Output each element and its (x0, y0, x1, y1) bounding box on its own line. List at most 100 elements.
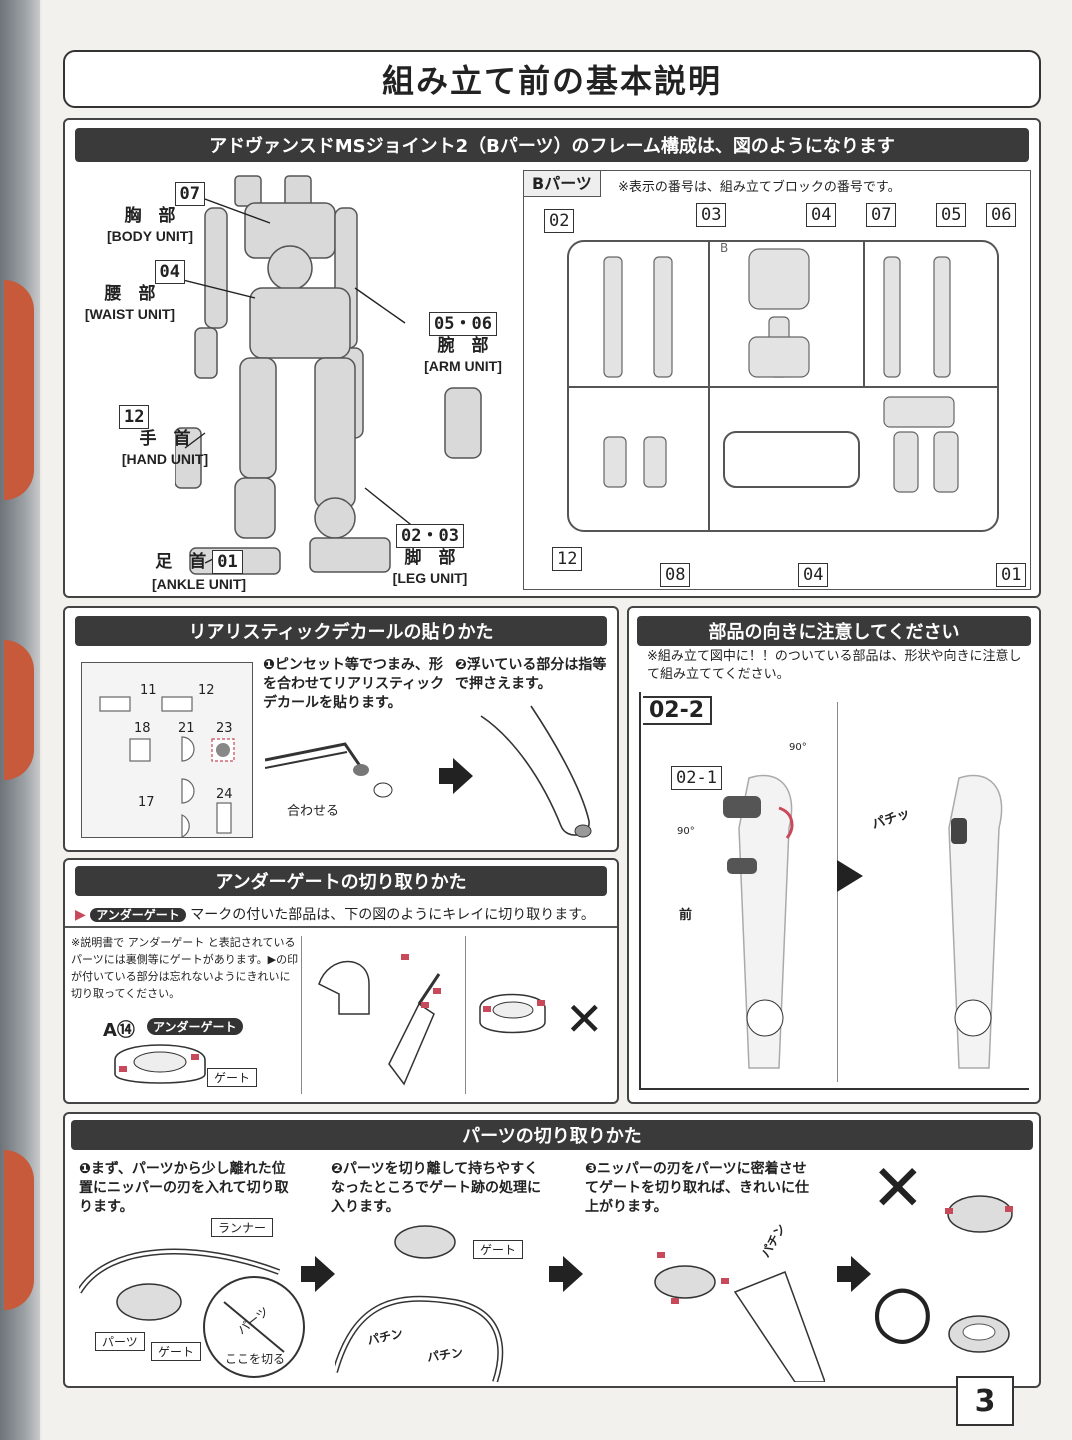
waist-unit-en: [WAIST UNIT] (84, 306, 176, 322)
frame-header-text: アドヴァンスドMSジョイント2（Bパーツ）のフレーム構成は、図のようになります (209, 136, 895, 157)
cutting-step-1: ❶まず、パーツから少し離れた位置にニッパーの刃を入れて切り取ります。 (79, 1161, 289, 1215)
cutting-step1-illustration (79, 1248, 305, 1378)
orientation-part-tag: 02-1 (671, 766, 722, 790)
cutting-step-2: ❷パーツを切り離して持ちやすくなったところでゲート跡の処理に入ります。 (331, 1161, 541, 1215)
body-unit-jp: 胸 部 (124, 206, 176, 226)
finger-press-illustration (480, 705, 592, 838)
runner-title: Bパーツ (524, 171, 601, 197)
tag-05-06: 05・06 (429, 312, 497, 336)
leg-unit-jp: 脚 部 (404, 548, 456, 568)
cut-here-label: ここを切る (225, 1352, 286, 1366)
cover-art-strip (4, 1150, 34, 1310)
runner-letter: B (720, 241, 729, 255)
cutting-step3-illustration (654, 1252, 825, 1382)
b-parts-runner-panel: Bパーツ ※表示の番号は、組み立てブロックの番号です。 02 03 04 07 … (523, 170, 1031, 590)
orientation-header-text: 部品の向きに注意してください (708, 622, 960, 643)
sheet-number-11: 11 (140, 683, 157, 698)
decal-header-text: リアリスティックデカールの貼りかた (188, 622, 494, 643)
page-title-box: 組み立て前の基本説明 (63, 50, 1041, 108)
runner-tag-07: 07 (866, 203, 897, 227)
undergate-part-label: A⑭ (103, 1020, 135, 1041)
arm-unit-jp: 腕 部 (437, 336, 489, 356)
decal-sheet-illustration: 11 12 18 21 23 24 17 (81, 662, 253, 838)
runner-tag-12: 12 (552, 547, 583, 571)
undergate-note: ※説明書で アンダーゲート と表記されているパーツには裏側等にゲートがあります。… (71, 936, 299, 1000)
sheet-number-21: 21 (178, 721, 195, 736)
orientation-section: 部品の向きに注意してください ※組み立て図中に！！のついている部品は、形状や向き… (627, 606, 1041, 1104)
label-leg-unit: 02・03 脚 部 [LEG UNIT] (385, 524, 475, 588)
arm-unit-en: [ARM UNIT] (424, 358, 502, 374)
decal-step-1: ❶ピンセット等でつまみ、形を合わせてリアリスティックデカールを貼ります。 (263, 657, 445, 711)
cutting-header: パーツの切り取りかた (71, 1120, 1033, 1150)
label-body-unit: 07 胸 部 [BODY UNIT] (95, 182, 205, 246)
cover-art-strip (4, 280, 34, 500)
page-number: 3 (956, 1376, 1014, 1426)
cutting-header-text: パーツの切り取りかた (462, 1126, 642, 1147)
cutting-right-illustration (948, 1315, 1010, 1353)
hand-unit-jp: 手 首 (139, 429, 191, 449)
cutting-step-3: ❸ニッパーの刃をパーツに密着させてゲートを切り取れば、きれいに仕上がります。 (585, 1161, 809, 1215)
leg-unit-en: [LEG UNIT] (392, 570, 468, 586)
cutting-arrow-3 (837, 1256, 871, 1292)
runner-label: ランナー (211, 1218, 274, 1237)
orientation-header: 部品の向きに注意してください (637, 616, 1031, 646)
decal-step-2: ❷浮いている部分は指等で押さえます。 (455, 657, 607, 692)
undergate-divider-2 (465, 936, 466, 1094)
orientation-rotation-1: 90° (789, 742, 807, 753)
tag-02-03: 02・03 (396, 524, 464, 548)
orientation-rotation-2: 90° (677, 826, 695, 837)
runner-note: ※表示の番号は、組み立てブロックの番号です。 (618, 180, 901, 195)
sheet-number-24: 24 (216, 787, 233, 802)
orientation-leg-before (723, 774, 794, 1069)
decal-arrow (439, 758, 473, 794)
undergate-header: アンダーゲートの切り取りかた (75, 866, 607, 896)
undergate-wrong-illustration (479, 993, 546, 1034)
cutting-section: パーツの切り取りかた ❶まず、パーツから少し離れた位置にニッパーの刃を入れて切り… (63, 1112, 1041, 1388)
undergate-wrong-mark: ✕ (565, 992, 604, 1046)
cutting-arrow-1 (301, 1256, 335, 1292)
ankle-unit-jp: 足 首 (155, 552, 207, 572)
decal-header: リアリスティックデカールの貼りかた (75, 616, 607, 646)
gate-label: ゲート (151, 1342, 202, 1361)
hand-unit-en: [HAND UNIT] (121, 451, 209, 467)
undergate-part-illustration (114, 1044, 206, 1084)
frame-header: アドヴァンスドMSジョイント2（Bパーツ）のフレーム構成は、図のようになります (75, 128, 1029, 162)
cutting-step2-illustration (335, 1225, 504, 1382)
sheet-number-23: 23 (216, 721, 233, 736)
parts-label: パーツ (95, 1332, 145, 1351)
cutting-right-mark: ○ (871, 1268, 934, 1352)
runner-tag-02: 02 (544, 209, 575, 233)
label-hand-unit: 12 手 首 [HAND UNIT] (115, 405, 215, 469)
tweezers-illustration (265, 742, 393, 798)
runner-tag-05: 05 (936, 203, 967, 227)
label-arm-unit: 05・06 腕 部 [ARM UNIT] (415, 312, 511, 376)
page-title: 組み立て前の基本説明 (381, 62, 722, 100)
orientation-divider (837, 702, 838, 1082)
tag-04: 04 (154, 260, 185, 284)
label-ankle-unit: 足 首 01 [ANKLE UNIT] (129, 550, 269, 594)
runner-frame-illustration (567, 240, 999, 532)
ankle-unit-en: [ANKLE UNIT] (151, 576, 247, 592)
undergate-header-text: アンダーゲートの切り取りかた (215, 872, 467, 893)
sheet-number-17: 17 (138, 795, 155, 810)
undergate-divider-1 (301, 936, 302, 1094)
gate-label-2: ゲート (473, 1240, 524, 1259)
cutting-arrow-2 (549, 1256, 583, 1292)
sheet-number-12: 12 (198, 683, 215, 698)
runner-tag-06: 06 (986, 203, 1017, 227)
decal-section: リアリスティックデカールの貼りかた 11 12 18 21 23 24 17 ❶… (63, 606, 619, 852)
undergate-gate-label: ゲート (207, 1068, 258, 1087)
cover-art-strip (4, 640, 34, 780)
undergate-cut-illustration (318, 954, 441, 1086)
cutting-wrong-illustration (945, 1195, 1013, 1233)
frame-skeleton-illustration (175, 175, 482, 575)
runner-tag-04-top: 04 (806, 203, 837, 227)
undergate-intro-text: マークの付いた部品は、下の図のようにキレイに切り取ります。 (190, 907, 595, 923)
cutting-wrong-mark: ✕ (871, 1152, 925, 1226)
undergate-section: アンダーゲートの切り取りかた ▶ アンダーゲート マークの付いた部品は、下の図の… (63, 858, 619, 1104)
orientation-note: ※組み立て図中に！！のついている部品は、形状や向きに注意して組み立ててください。 (647, 649, 1022, 682)
frame-section: アドヴァンスドMSジョイント2（Bパーツ）のフレーム構成は、図のようになります (63, 118, 1041, 598)
runner-tag-08: 08 (660, 563, 691, 587)
sheet-number-18: 18 (134, 721, 151, 736)
tag-07: 07 (174, 182, 205, 206)
